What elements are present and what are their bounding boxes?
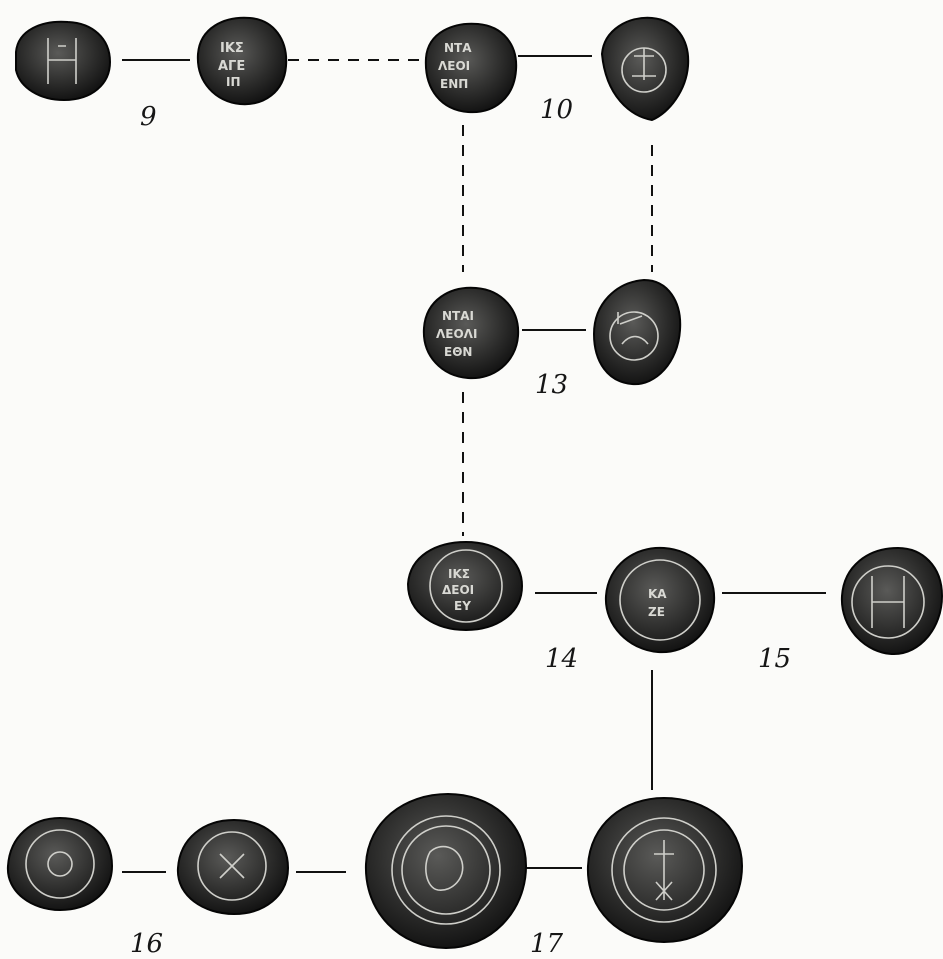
coin-9-reverse: ΙΚΣ ΑΓΕ ΙΠ	[196, 16, 288, 106]
svg-text:ΕΘΝ: ΕΘΝ	[444, 345, 472, 359]
svg-text:ΕΥ: ΕΥ	[454, 599, 471, 613]
connectors	[122, 55, 826, 873]
label-9: 9	[140, 102, 157, 132]
coin-10-reverse	[600, 16, 690, 122]
svg-text:ΚΑ: ΚΑ	[648, 587, 667, 601]
coin-13-reverse	[592, 278, 682, 386]
svg-text:ΝΤΑ: ΝΤΑ	[444, 41, 472, 55]
coin-14-reverse: ΚΑ ΖΕ	[604, 546, 716, 654]
coin-17-obverse	[364, 792, 528, 950]
svg-text:ΛΕΟΙ: ΛΕΟΙ	[438, 59, 470, 73]
figure-labels: 9 10 13 14 15 16 17	[130, 95, 791, 959]
svg-text:ΕΝΠ: ΕΝΠ	[440, 77, 468, 91]
coin-15	[840, 546, 943, 656]
svg-text:ΔΕΟΙ: ΔΕΟΙ	[442, 583, 474, 597]
svg-text:ΝΤΑΙ: ΝΤΑΙ	[442, 309, 474, 323]
label-17: 17	[530, 929, 564, 959]
svg-text:ΛΕΟΛΙ: ΛΕΟΛΙ	[436, 327, 477, 341]
coin-13-obverse: ΝΤΑΙ ΛΕΟΛΙ ΕΘΝ	[422, 286, 520, 380]
svg-text:ΙΚΣ: ΙΚΣ	[448, 567, 470, 581]
label-16: 16	[130, 929, 163, 959]
svg-text:ΙΚΣ: ΙΚΣ	[220, 41, 244, 56]
coin-14-obverse: ΙΚΣ ΔΕΟΙ ΕΥ	[406, 540, 524, 632]
label-10: 10	[540, 95, 573, 125]
coin-9-obverse	[15, 20, 112, 102]
svg-text:ΙΠ: ΙΠ	[226, 75, 241, 89]
coin-10-obverse: ΝΤΑ ΛΕΟΙ ΕΝΠ	[424, 22, 518, 114]
coin-16-reverse	[176, 818, 290, 916]
svg-text:ΖΕ: ΖΕ	[648, 605, 665, 619]
coin-16-obverse	[6, 816, 114, 912]
label-15: 15	[758, 644, 791, 674]
label-14: 14	[545, 644, 578, 674]
label-13: 13	[535, 370, 568, 400]
coin-17-reverse	[586, 796, 744, 944]
svg-text:ΑΓΕ: ΑΓΕ	[218, 59, 245, 74]
